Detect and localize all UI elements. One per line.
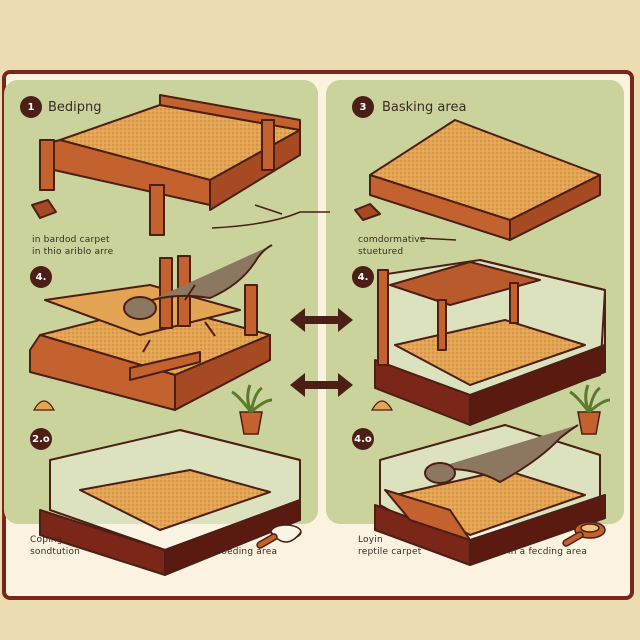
step-number-badge: 4.o xyxy=(352,428,374,450)
tank-with-carpet xyxy=(39,429,301,576)
pointer-arrows xyxy=(211,204,457,241)
step-caption: Coping xyxy=(30,535,63,545)
step-caption: Loyin xyxy=(358,535,383,545)
step-caption: reptile carpet xyxy=(358,547,422,557)
step-number-badge: 3 xyxy=(352,96,374,118)
step-title: Basking area xyxy=(382,100,467,115)
step-caption: comdormative xyxy=(358,235,426,245)
step-caption: in bardod carpet xyxy=(32,235,110,245)
step-number-badge: 4. xyxy=(352,266,374,288)
step-number-badge: 4. xyxy=(30,266,52,288)
double-arrow-icon xyxy=(290,308,353,397)
substrate-pile xyxy=(32,400,394,411)
plant-icon xyxy=(231,384,611,435)
tank-with-shelf xyxy=(374,259,606,426)
feeding-area-label: in a fecding area xyxy=(508,547,588,557)
bedding-box xyxy=(31,94,301,236)
step-caption: sondtution xyxy=(30,547,81,557)
step-caption: stuetured xyxy=(358,247,404,257)
tank-with-lizard xyxy=(374,424,606,566)
step-caption: in thio ariblo arre xyxy=(32,247,114,257)
step-number-badge: 2.o xyxy=(30,428,52,450)
step-number-badge: 1 xyxy=(20,96,42,118)
feeding-area-label: foeding area xyxy=(218,547,278,557)
step-title: Bedipng xyxy=(48,100,102,115)
food-bowl-icon xyxy=(256,521,606,549)
platform-with-lizard xyxy=(29,244,273,411)
basking-board xyxy=(354,119,601,241)
